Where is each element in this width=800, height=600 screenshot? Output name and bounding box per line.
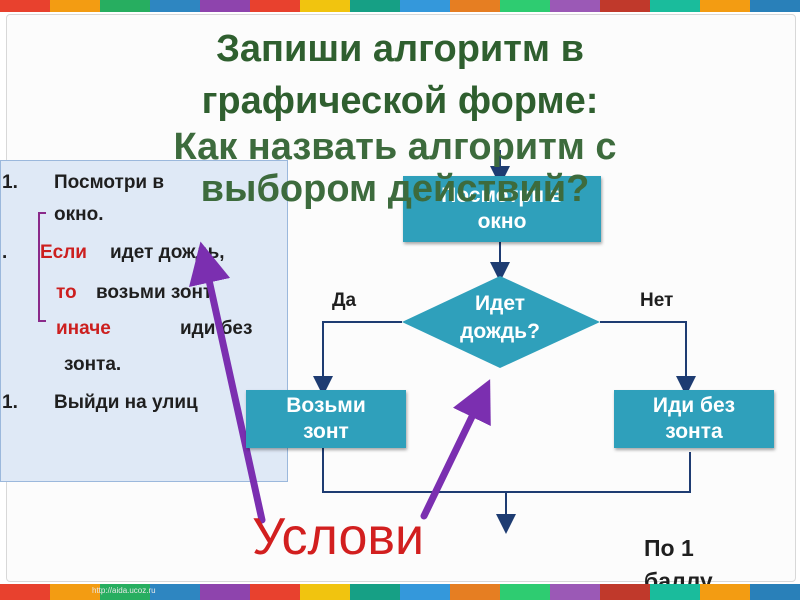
stripe-segment bbox=[700, 0, 750, 12]
stripe-segment bbox=[50, 0, 100, 12]
step-2-number: . bbox=[2, 242, 8, 263]
stripe-segment bbox=[400, 0, 450, 12]
stripe-segment bbox=[100, 584, 150, 600]
stripe-segment bbox=[450, 584, 500, 600]
slide-title-line-1: Запиши алгоритм в bbox=[216, 28, 584, 70]
stripe-segment bbox=[250, 584, 300, 600]
stripe-segment bbox=[650, 584, 700, 600]
yes-branch-line bbox=[313, 321, 402, 396]
stripe-segment bbox=[500, 0, 550, 12]
keyword-if: Если bbox=[40, 242, 87, 263]
stripe-segment bbox=[300, 0, 350, 12]
go-without-line-2: зонта bbox=[665, 420, 723, 443]
stripe-segment bbox=[700, 584, 750, 600]
slide-title-line-2: графической форме: bbox=[201, 80, 599, 122]
step-3-number: 1. bbox=[2, 392, 18, 413]
stripe-segment bbox=[750, 0, 800, 12]
start-box-line-1: Посмотри в bbox=[441, 184, 563, 207]
condition-line-2: дождь? bbox=[460, 320, 540, 343]
step-1-text-b: окно. bbox=[54, 204, 104, 225]
stripe-segment bbox=[150, 584, 200, 600]
take-umbrella-box: Возьми зонт bbox=[246, 390, 406, 448]
condition-caption: Услови bbox=[252, 508, 425, 566]
no-label: Нет bbox=[640, 290, 674, 311]
stripe-segment bbox=[550, 0, 600, 12]
keyword-else: иначе bbox=[56, 318, 111, 339]
stripe-segment bbox=[350, 584, 400, 600]
stripe-segment bbox=[0, 584, 50, 600]
start-box: Посмотри в окно bbox=[403, 176, 601, 242]
condition-diamond bbox=[402, 276, 600, 368]
merge-line bbox=[322, 448, 691, 493]
stripe-segment bbox=[550, 584, 600, 600]
no-branch-line bbox=[600, 321, 696, 396]
stripe-segment bbox=[0, 0, 50, 12]
yes-label: Да bbox=[332, 290, 357, 311]
stripe-segment bbox=[650, 0, 700, 12]
bottom-color-stripe bbox=[0, 584, 800, 600]
stripe-segment bbox=[50, 584, 100, 600]
stripe-segment bbox=[600, 584, 650, 600]
step-1-text-a: Посмотри в bbox=[54, 172, 165, 193]
footer-url: http://aida.ucoz.ru bbox=[92, 586, 156, 595]
stripe-segment bbox=[200, 0, 250, 12]
stripe-segment bbox=[250, 0, 300, 12]
keyword-then: то bbox=[56, 282, 77, 303]
take-umbrella-line-1: Возьми bbox=[286, 394, 366, 417]
stripe-segment bbox=[350, 0, 400, 12]
step-3-text: Выйди на улиц bbox=[54, 392, 198, 413]
pointer-arrow-to-if bbox=[189, 241, 266, 524]
step-1-number: 1. bbox=[2, 172, 18, 193]
stripe-segment bbox=[500, 584, 550, 600]
step-2-else-action-end: зонта. bbox=[64, 354, 122, 375]
pointer-arrow-to-condition bbox=[420, 379, 491, 520]
question-line-2: выбором действий? bbox=[200, 168, 590, 210]
go-without-umbrella-box: Иди без зонта bbox=[614, 390, 774, 448]
take-umbrella-line-2: зонт bbox=[303, 420, 349, 443]
condition-line-1: Идет bbox=[474, 292, 526, 315]
start-box-line-2: окно bbox=[477, 210, 527, 233]
stripe-segment bbox=[150, 0, 200, 12]
stripe-segment bbox=[450, 0, 500, 12]
condition-text: Идет дождь? bbox=[430, 290, 570, 346]
stripe-segment bbox=[300, 584, 350, 600]
points-line-1: По 1 bbox=[644, 535, 694, 561]
stripe-segment bbox=[100, 0, 150, 12]
step-2-then-action: возьми зонт, bbox=[96, 282, 217, 303]
go-without-line-1: Иди без bbox=[652, 394, 736, 417]
top-color-stripe bbox=[0, 0, 800, 12]
stripe-segment bbox=[600, 0, 650, 12]
stripe-segment bbox=[750, 584, 800, 600]
stripe-segment bbox=[200, 584, 250, 600]
stripe-segment bbox=[400, 584, 450, 600]
question-line-1: Как назвать алгоритм с bbox=[173, 126, 617, 168]
condition-brace bbox=[38, 212, 46, 322]
